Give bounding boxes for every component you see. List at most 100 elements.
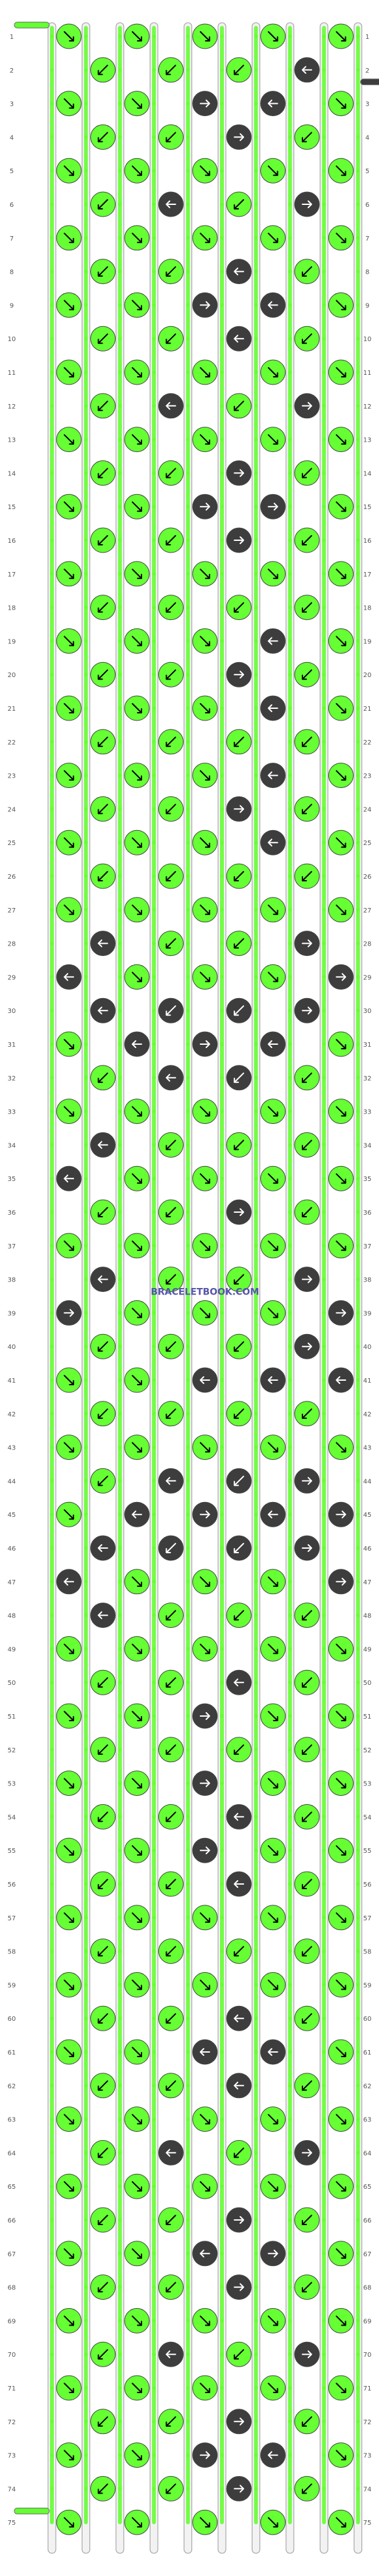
knot: [158, 595, 184, 621]
row-number-right: 73: [363, 2453, 372, 2460]
knot: [260, 2241, 286, 2267]
knot: [124, 1905, 150, 1931]
arrow-backward-icon: [165, 2080, 177, 2091]
knot: [192, 1165, 218, 1191]
row-number-left: 1: [10, 34, 14, 41]
arrow-backward-icon: [97, 804, 108, 815]
knot: [56, 2442, 82, 2468]
knot: [124, 2241, 150, 2267]
arrow-forward-icon: [336, 1778, 347, 1789]
knot: [226, 1871, 252, 1897]
arrow-forward-icon: [199, 2383, 210, 2393]
row-number-right: 16: [363, 538, 372, 545]
knot: [158, 1669, 184, 1695]
row-number-right: 38: [363, 1277, 372, 1284]
knot: [158, 1938, 184, 1964]
knot: [192, 1972, 218, 1998]
arrow-forward-icon: [199, 703, 210, 713]
knot: [328, 2308, 354, 2333]
arrow-forward-icon: [132, 31, 142, 42]
row-number-right: 11: [363, 370, 372, 377]
arrow-backward-icon: [165, 1610, 177, 1621]
arrow-forward-icon: [64, 2114, 75, 2125]
knot: [90, 326, 116, 352]
knot: [192, 2308, 218, 2333]
arrow-forward-icon: [132, 1307, 142, 1318]
knot: [294, 1871, 320, 1897]
knot: [328, 1435, 354, 1461]
arrow-left-icon: [234, 335, 245, 343]
arrow-right-icon: [199, 2451, 210, 2459]
knot: [90, 796, 116, 822]
arrow-backward-icon: [165, 804, 177, 815]
row-number-right: 27: [363, 907, 372, 914]
arrow-backward-icon: [302, 1879, 312, 1889]
knot: [328, 897, 354, 923]
arrow-forward-icon: [336, 568, 347, 579]
knot: [90, 527, 116, 553]
knot: [56, 2039, 82, 2065]
knot: [56, 158, 82, 184]
knot: [192, 292, 218, 318]
arrow-forward-icon: [267, 1979, 278, 1990]
row-numbers-left: 1234567891011121314151617181920212223242…: [8, 34, 16, 2527]
arrow-backward-icon: [165, 1207, 177, 1217]
knot: [294, 2140, 320, 2165]
knot: [226, 662, 252, 687]
knot: [226, 931, 252, 957]
row-number-right: 37: [363, 1243, 372, 1250]
arrow-forward-icon: [132, 2517, 142, 2528]
knot: [294, 1333, 320, 1359]
knot: [124, 1165, 150, 1191]
knot: [158, 2409, 184, 2435]
knot: [56, 2509, 82, 2535]
arrow-backward-icon: [165, 938, 177, 949]
knot: [192, 1569, 218, 1595]
knot: [192, 91, 218, 117]
arrow-forward-icon: [336, 2517, 347, 2528]
knot: [56, 225, 82, 251]
arrow-backward-icon: [165, 1879, 177, 1889]
knot: [192, 2442, 218, 2468]
knot-grid: [56, 23, 354, 2535]
row-number-right: 58: [363, 1949, 372, 1956]
knot: [158, 662, 184, 687]
row-number-right: 9: [365, 302, 369, 309]
knot: [124, 829, 150, 855]
arrow-forward-icon: [336, 165, 347, 176]
knot: [260, 427, 286, 453]
knot: [226, 124, 252, 150]
row-number-left: 55: [8, 1848, 16, 1855]
knot: [158, 259, 184, 285]
knot: [226, 2005, 252, 2031]
arrow-forward-icon: [199, 1979, 210, 1990]
arrow-backward-icon: [234, 602, 245, 613]
arrow-backward-icon: [302, 1139, 312, 1151]
row-number-left: 72: [8, 2419, 16, 2426]
row-number-left: 45: [8, 1512, 16, 1519]
knot: [328, 1165, 354, 1191]
knot: [192, 1501, 218, 1527]
arrow-forward-icon: [132, 904, 142, 915]
knot: [260, 1233, 286, 1259]
arrow-backward-icon: [234, 1005, 245, 1016]
knot: [328, 1972, 354, 1998]
row-number-left: 41: [8, 1377, 16, 1385]
arrow-forward-icon: [64, 1039, 75, 1049]
row-number-right: 45: [363, 1512, 372, 1519]
arrow-forward-icon: [336, 2114, 347, 2125]
knot: [192, 158, 218, 184]
row-numbers-right: 1234567891011121314151617181920212223242…: [363, 34, 372, 2527]
row-number-right: 32: [363, 1075, 372, 1082]
arrow-backward-icon: [302, 736, 312, 747]
arrow-forward-icon: [199, 1106, 210, 1117]
arrow-forward-icon: [199, 367, 210, 377]
arrow-forward-icon: [199, 165, 210, 176]
knot: [294, 1401, 320, 1427]
arrow-forward-icon: [336, 1173, 347, 1184]
knot: [124, 763, 150, 789]
row-number-right: 65: [363, 2184, 372, 2191]
knot: [158, 1804, 184, 1830]
knot: [56, 1300, 82, 1326]
knot: [294, 1132, 320, 1158]
